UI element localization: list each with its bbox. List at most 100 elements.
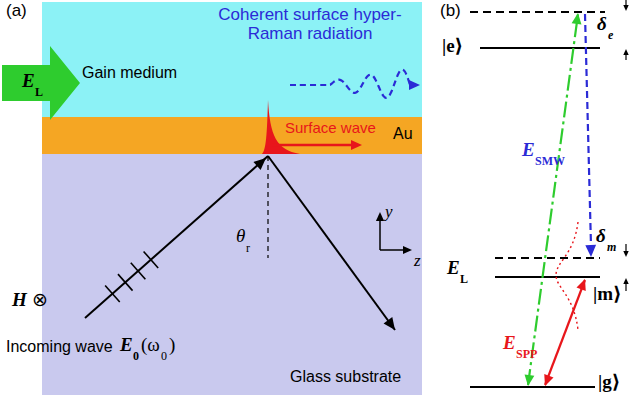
label-holder: (ω [141, 335, 160, 356]
angle-symbol: θ [236, 226, 245, 247]
band-label-holder: Glass substrate [290, 368, 401, 386]
radiation-wave [290, 70, 410, 98]
wavefront [144, 251, 159, 267]
bracket: ) [169, 335, 175, 356]
subscript: r [246, 242, 250, 255]
glass-substrate-band-fill [42, 154, 422, 395]
radiation-arrowhead [409, 80, 420, 90]
label-holder: |e⟩ [442, 36, 463, 57]
label-holder: E [503, 333, 516, 354]
reflected-beam [268, 156, 395, 330]
detuning-marker [623, 5, 628, 11]
radiation-label: Coherent surface hyper-Raman radiation [195, 6, 425, 43]
panel-label: (a) [6, 2, 27, 21]
pump-arrow [2, 46, 80, 120]
subscript: L [460, 273, 468, 286]
label-holder: ⊗ [32, 289, 48, 310]
wavefront [131, 263, 146, 279]
gold-film-band-fill [42, 117, 422, 154]
label-holder: Surface wave [285, 119, 376, 137]
label-holder: 0 [133, 346, 139, 364]
label-holder: |g⟩ [598, 372, 620, 393]
label-holder: δ [597, 14, 607, 35]
band-label: Au [393, 125, 413, 143]
label-holder: L [35, 82, 43, 100]
linewidth-profile [556, 222, 578, 330]
axis-arrowhead [403, 246, 412, 254]
wavefront [105, 285, 120, 301]
detuning-marker [623, 251, 628, 257]
field-symbol: E [522, 140, 535, 161]
axis-arrowhead [376, 212, 384, 221]
subscript: SPP [516, 348, 537, 361]
detuning-marker [625, 284, 626, 291]
subscript: 0 [161, 350, 167, 363]
beam-arrowhead [253, 158, 266, 170]
frequency-symbol: (ω [141, 335, 160, 356]
pump-arrowhead [572, 13, 582, 25]
spp-arrowhead [544, 374, 553, 386]
label-holder: m [607, 237, 616, 255]
label-holder: E [522, 140, 535, 161]
stokes-arrowhead [585, 245, 596, 257]
label-holder: E [22, 71, 35, 92]
band-label-holder: Au [393, 125, 413, 143]
label-holder: L [460, 269, 468, 287]
glass-substrate-band: Glass substrate [42, 154, 422, 395]
subscript: 0 [133, 350, 139, 363]
label-holder: Incoming wave [6, 338, 113, 356]
label-holder: ) [169, 335, 175, 356]
label-holder: z [414, 252, 421, 271]
level-label: |m⟩ [593, 284, 622, 305]
subscript: m [607, 241, 616, 254]
level-label: |e⟩ [442, 36, 463, 57]
surface-wave-arrowhead [351, 140, 362, 150]
label-holder: δ [596, 226, 606, 247]
label-holder: (a) [6, 2, 27, 21]
axis-label: z [414, 252, 421, 271]
stokes-transition [585, 14, 591, 246]
subscript: SMW [535, 155, 565, 168]
pump-transition [528, 14, 578, 385]
label-holder: y [385, 203, 393, 222]
band-label: Glass substrate [290, 368, 401, 386]
detuning-marker [625, 244, 626, 251]
band-label-holder: Gain medium [82, 64, 177, 82]
into-page-symbol: ⊗ [32, 289, 48, 310]
pump-arrowhead [525, 374, 535, 386]
field-symbol: H [12, 290, 27, 311]
y-axis [379, 220, 381, 250]
energy-level [470, 386, 595, 388]
label-holder: SMW [535, 151, 565, 169]
level-label: |g⟩ [598, 372, 620, 393]
virtual-level [495, 257, 600, 259]
label-holder: Coherent surface hyper-Raman radiation [195, 6, 425, 43]
label-holder: E [120, 335, 133, 356]
spp-arrowhead [576, 279, 585, 291]
surface-normal [267, 156, 268, 258]
field-symbol: E [503, 333, 516, 354]
subscript: e [608, 29, 613, 42]
field-symbol: E [447, 258, 460, 279]
field-symbol: E [22, 71, 35, 92]
surface-wave-label: Surface wave [285, 120, 376, 137]
band-label: Gain medium [82, 64, 177, 82]
incoming-beam [85, 156, 268, 318]
label-holder: H [12, 290, 27, 311]
label-holder: SPP [516, 344, 537, 362]
label-holder: e [608, 25, 613, 43]
panel-label: (b) [440, 2, 461, 21]
label-holder: 0 [161, 346, 167, 364]
z-axis [380, 249, 405, 251]
field-symbol: E [120, 335, 133, 356]
label-holder: (b) [440, 2, 461, 21]
virtual-level [470, 11, 605, 13]
energy-level [495, 276, 600, 278]
label-holder: r [246, 238, 250, 256]
subscript: L [35, 86, 43, 99]
label-holder: θ [236, 226, 245, 247]
axis-label: y [385, 203, 393, 222]
detuning-symbol: δ [596, 226, 606, 247]
